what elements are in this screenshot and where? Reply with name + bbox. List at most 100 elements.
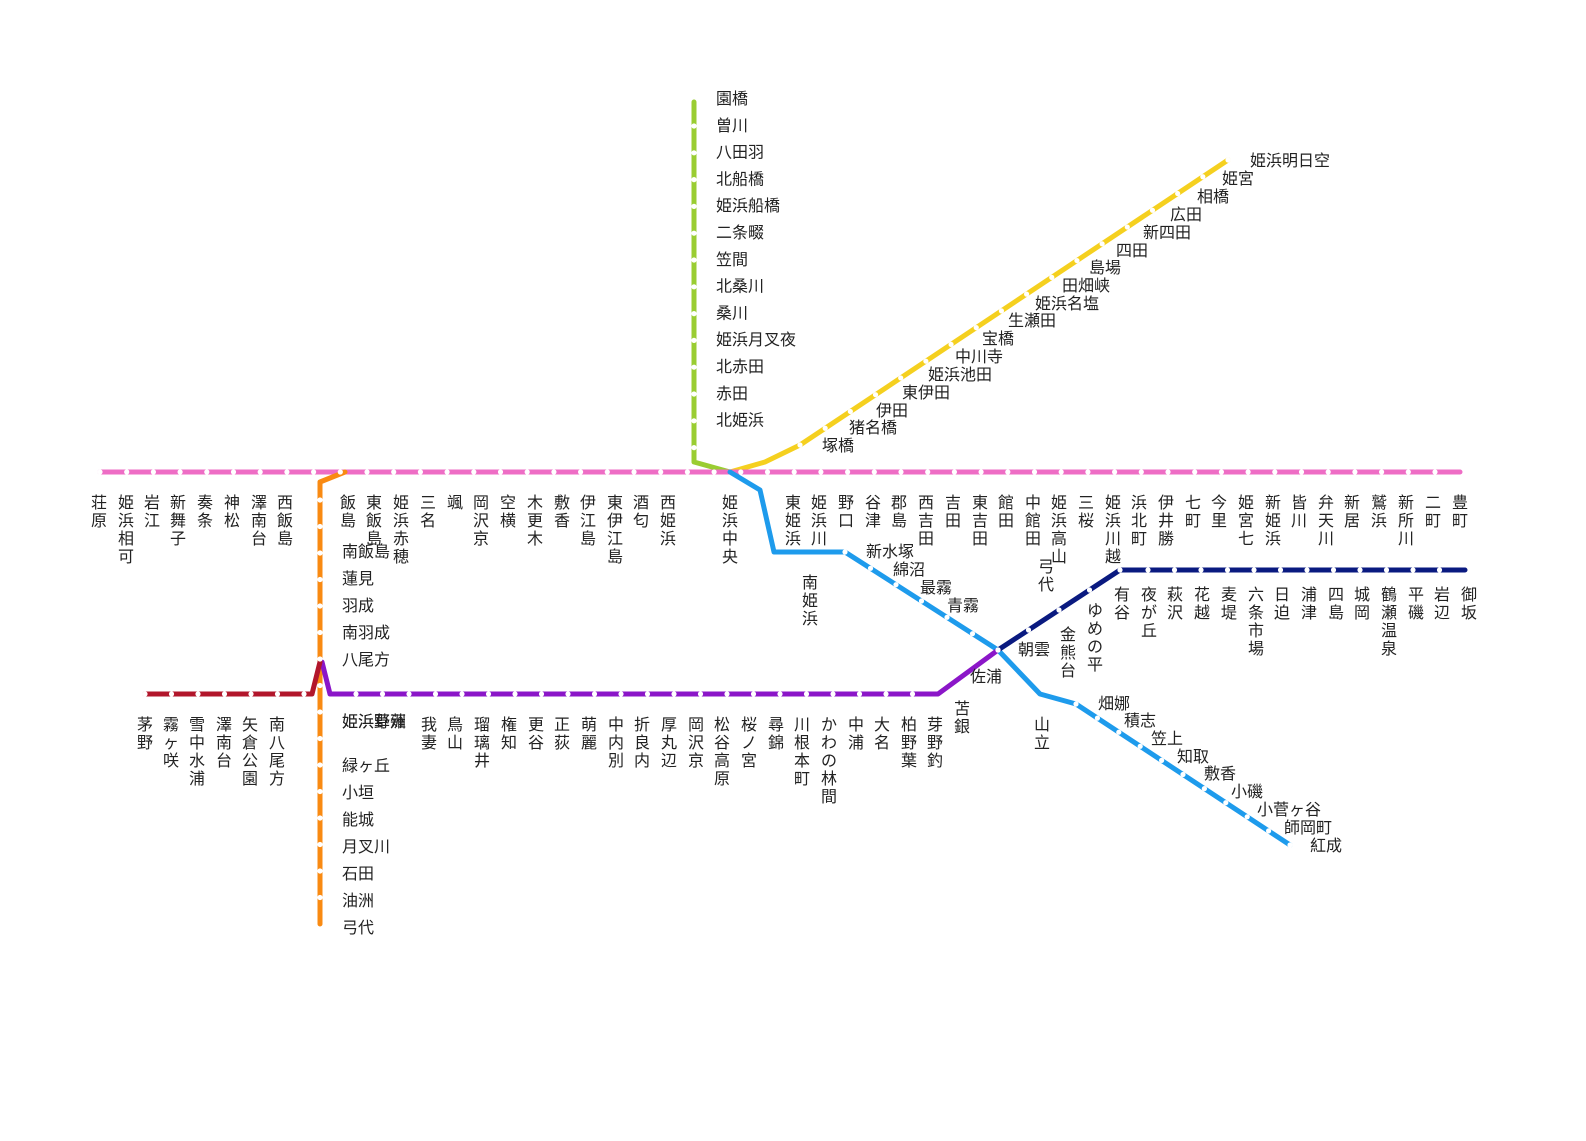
label-char: 沢	[1167, 603, 1183, 622]
station-label-pink: 木更木	[527, 493, 543, 548]
label-char: 飯	[366, 511, 382, 530]
station-label-sky: 新水塚	[866, 542, 914, 561]
station-label-purple: 中浦	[848, 715, 864, 752]
label-char: 可	[118, 547, 134, 566]
station-label-pink: 奏条	[197, 493, 213, 530]
yellow-station-dot	[1175, 190, 1181, 197]
label-char: 銀	[954, 717, 970, 736]
station-label-navy: 四島	[1328, 585, 1344, 622]
pink-station-dot	[311, 469, 317, 475]
yellowgreen-station-dot	[691, 203, 697, 209]
orange-station-dot	[317, 841, 323, 848]
label-char: 穂	[393, 547, 409, 566]
station-label-sky: 南姫浜	[802, 573, 818, 628]
label-char: 松	[224, 511, 240, 530]
label-char: 市	[1248, 621, 1264, 640]
label-char: 吉	[945, 493, 961, 512]
label-char: 町	[1452, 511, 1468, 530]
label-char: 島	[1328, 603, 1344, 622]
navy-station-dot	[1383, 567, 1390, 573]
pink-station-dot	[1085, 469, 1091, 475]
station-label-yellow: 新四田	[1143, 223, 1191, 242]
purple-station-dot	[565, 691, 571, 697]
label-char: 知	[501, 733, 517, 752]
label-char: 宮	[1238, 511, 1254, 530]
station-label-sky: 紅成	[1310, 836, 1342, 855]
yellow-station-dot	[1049, 274, 1055, 280]
station-label-purple: 中内別	[608, 715, 624, 770]
yellowgreen-station-dot	[691, 177, 697, 183]
yellow-station-dot	[1124, 224, 1130, 230]
station-label-yellowgreen: 北姫浜	[716, 411, 764, 430]
label-char: 居	[1344, 511, 1360, 530]
station-label-pink: 二町	[1425, 493, 1441, 530]
station-label-pink: 豊町	[1452, 493, 1468, 530]
station-label-purple: 折良内	[634, 715, 650, 770]
pink-station-dot	[391, 469, 397, 475]
orange-station-dot	[317, 523, 323, 530]
label-char: 田	[1025, 529, 1041, 548]
station-label-yellowgreen: 園橋	[716, 89, 748, 108]
pink-station-dot	[150, 469, 156, 475]
label-char: 七	[1238, 529, 1254, 548]
label-char: 苫	[954, 699, 970, 718]
purple-station-dot	[830, 691, 836, 697]
label-char: 西	[918, 493, 934, 512]
label-char: 谷	[528, 733, 544, 752]
label-char: 町	[1131, 529, 1147, 548]
label-char: 浜	[802, 609, 818, 628]
label-char: 松	[714, 715, 730, 734]
station-label-sky: 敷香	[1204, 764, 1236, 783]
label-char: 澤	[216, 715, 232, 734]
label-char: 尋	[768, 715, 784, 734]
station-label-yellow: 島場	[1089, 258, 1121, 277]
label-char: 日	[1274, 585, 1290, 604]
station-label-sky: 畑娜	[1098, 694, 1130, 713]
navy-station-dot	[1410, 567, 1416, 573]
purple-station-dot	[353, 691, 359, 697]
label-char: 更	[528, 715, 544, 734]
station-label-pink: 伊江島	[580, 493, 596, 548]
station-label-yellow: 姫浜池田	[928, 365, 992, 384]
station-label-purple: 萌麗	[581, 715, 597, 752]
station-label-sky: 小菅ヶ谷	[1257, 800, 1321, 819]
label-char: 倉	[242, 733, 258, 752]
label-char: か	[821, 715, 837, 734]
station-label-orange: 羽成	[342, 596, 374, 615]
label-char: 八	[269, 733, 285, 752]
label-char: 台	[216, 751, 232, 770]
station-label-navy: 有谷	[1114, 585, 1130, 622]
sky-station-dot	[918, 598, 925, 604]
station-label-sky: 笠上	[1151, 729, 1183, 748]
label-char: 酒	[633, 493, 649, 512]
label-char: ノ	[741, 733, 757, 752]
purple-station-dot	[406, 691, 412, 697]
label-char: 南	[251, 511, 267, 530]
label-char: 六	[1248, 585, 1264, 604]
pink-station-dot	[417, 469, 423, 475]
label-char: 内	[608, 733, 624, 752]
label-char: 田	[972, 529, 988, 548]
station-label-crimson: 澤南台	[216, 715, 232, 770]
label-char: 岩	[144, 493, 160, 512]
label-char: 皆	[1291, 493, 1307, 512]
pink-station-dot	[871, 469, 877, 475]
station-label-pink: 荘原	[91, 493, 107, 530]
station-label-navy: 平磯	[1408, 585, 1424, 622]
label-char: ゆ	[1087, 601, 1103, 620]
yellow-station-dot	[847, 408, 853, 415]
label-char: 新	[1398, 493, 1414, 512]
label-char: 東	[972, 493, 988, 512]
label-char: 空	[500, 493, 516, 512]
pink-station-dot	[764, 469, 771, 475]
navy-station-dot	[1304, 567, 1310, 573]
label-char: 姫	[785, 511, 801, 530]
label-char: 姫	[1238, 493, 1254, 512]
station-label-pink: 三名	[420, 493, 436, 530]
label-char: 代	[1038, 575, 1054, 594]
label-char: 花	[1194, 585, 1210, 604]
crimson-line	[142, 659, 323, 697]
pink-station-dot	[1031, 469, 1038, 475]
label-char: 津	[1301, 603, 1317, 622]
